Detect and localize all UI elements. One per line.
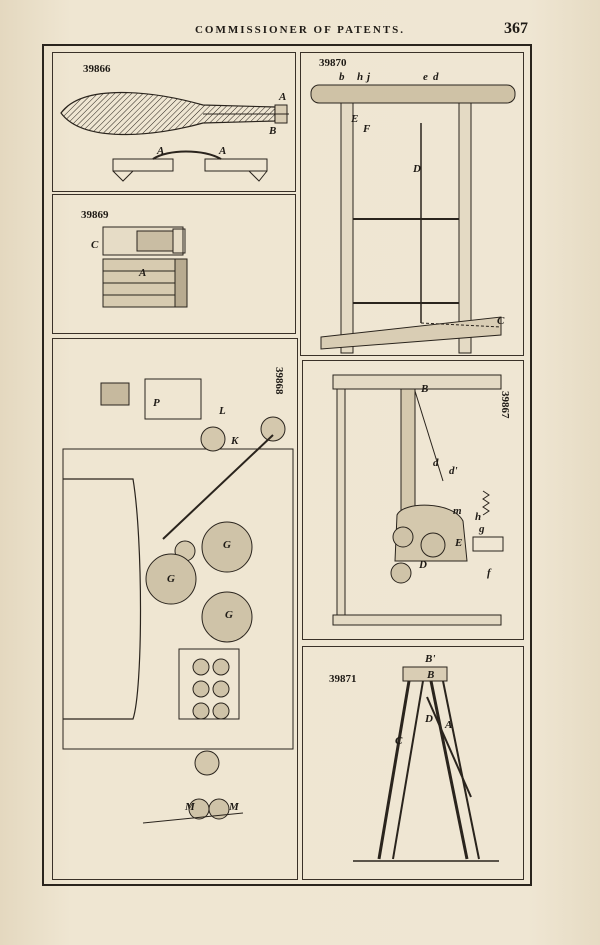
figure-39867-letter: g — [479, 523, 485, 535]
figure-39870-letter: E — [351, 113, 359, 125]
figure-39870-drawing — [310, 84, 516, 354]
figure-39870-letter: F — [363, 123, 371, 135]
figure-39868-letter: K — [231, 435, 239, 447]
figure-39870-letter: j — [367, 71, 371, 83]
figure-39868-letter: G — [225, 609, 233, 621]
figure-39868-letter: M — [185, 801, 195, 813]
figure-39871-letter: C — [395, 735, 403, 747]
figure-39870-panel: 39870 b h j e d E F D C — [300, 52, 524, 356]
figure-39871-letter: A — [445, 719, 453, 731]
figure-39866-letter: B — [269, 125, 277, 137]
figure-39867-letter: D — [419, 559, 427, 571]
figure-39870-letter: b — [339, 71, 345, 83]
figure-39869-drawing — [102, 226, 188, 308]
figure-39866-panel: 39866 A B A A — [52, 52, 296, 192]
figure-39871-letter: B — [427, 669, 435, 681]
figure-39867-drawing — [332, 374, 504, 626]
figure-39867-letter: f — [487, 567, 491, 579]
figure-39867-letter: B — [421, 383, 429, 395]
figure-39869-letter: A — [139, 267, 147, 279]
figure-39866-letter: A — [157, 145, 165, 157]
figure-39866-drawing — [60, 91, 289, 182]
figure-39867-letter: d — [433, 457, 439, 469]
page-number: 367 — [504, 20, 528, 37]
figure-39870-letter: D — [413, 163, 421, 175]
figure-39866-letter: A — [279, 91, 287, 103]
page-header-title: COMMISSIONER OF PATENTS. — [194, 24, 406, 36]
figure-39871-panel: 39871 B' B D A C — [302, 646, 524, 880]
figure-39868-letter: L — [219, 405, 226, 417]
figure-39871-drawing — [353, 666, 499, 862]
figure-39869-number: 39869 — [81, 209, 109, 221]
figure-39867-letter: m — [453, 505, 462, 517]
figure-39868-drawing — [62, 378, 294, 824]
figure-39866-letter: A — [219, 145, 227, 157]
figure-39867-letter: h — [475, 511, 482, 523]
figure-39867-letter: d' — [449, 465, 458, 477]
figure-39870-letter: e — [423, 71, 428, 83]
figure-39868-letter: P — [153, 397, 160, 409]
figure-39868-letter: G — [223, 539, 231, 551]
figure-39868-letter: M — [229, 801, 239, 813]
figure-plate-frame: 39866 A B A A 3 — [42, 44, 532, 886]
figure-39871-number: 39871 — [329, 673, 357, 685]
figure-39870-number: 39870 — [319, 57, 347, 69]
figure-39870-letter: h — [357, 71, 364, 83]
figure-39867-letter: E — [455, 537, 463, 549]
figure-39869-letter: C — [91, 239, 99, 251]
figure-39870-letter: d — [433, 71, 439, 83]
figure-39868-letter: G — [167, 573, 175, 585]
figure-39866-number: 39866 — [83, 63, 111, 75]
figure-39867-panel: 39867 B d d' m h g E D f — [302, 360, 524, 640]
figure-39870-letter: C — [497, 315, 505, 327]
figure-39871-letter: B' — [425, 653, 436, 665]
figure-39871-letter: D — [425, 713, 433, 725]
figure-39869-panel: 39869 C A — [52, 194, 296, 334]
figure-39868-panel: 39868 — [52, 338, 298, 880]
